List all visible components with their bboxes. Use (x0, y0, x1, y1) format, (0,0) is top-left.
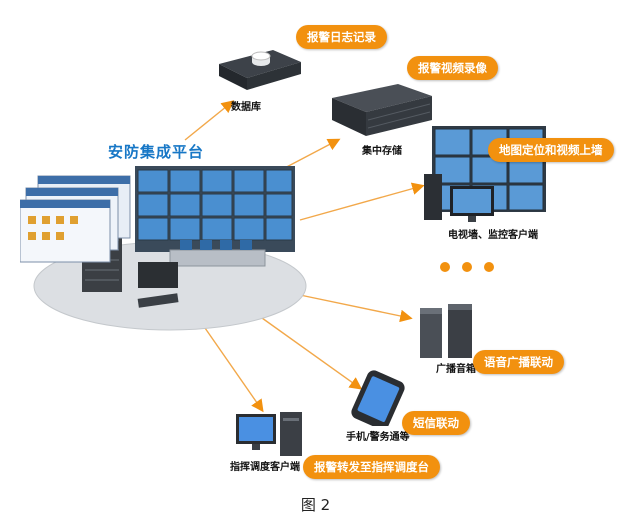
videowall-label: 电视墙、监控客户端 (448, 230, 538, 241)
speaker-icon (420, 304, 472, 358)
bubble-map-videowall: 地图定位和视频上墙 (488, 138, 614, 162)
platform-console-desk (169, 240, 266, 267)
dispatch-label: 指挥调度客户端 (230, 462, 300, 473)
platform-keyboard (137, 293, 179, 308)
bubble-alarm-dispatch: 报警转发至指挥调度台 (303, 455, 440, 479)
platform-title: 安防集成平台 (108, 143, 205, 161)
continuation-dots (440, 257, 506, 276)
arrow-to-database (184, 100, 235, 141)
bubble-alarm-video: 报警视频录像 (407, 56, 498, 80)
storage-label: 集中存储 (362, 146, 402, 157)
arrow-to-dispatch (204, 327, 264, 413)
dot (440, 262, 450, 272)
storage-array-icon (332, 84, 432, 136)
node-phone: 手机/警务通等 (344, 370, 416, 443)
dot (484, 262, 494, 272)
platform-video-wall (135, 166, 295, 252)
arrow-to-videowall (299, 182, 425, 221)
node-speaker: 广播音箱 (416, 302, 480, 375)
dot (462, 262, 472, 272)
platform-storage-box (138, 262, 178, 288)
node-dispatch: 指挥调度客户端 (230, 412, 306, 473)
bubble-sms: 短信联动 (402, 411, 470, 435)
arrow-to-phone (261, 317, 363, 390)
speaker-label: 广播音箱 (436, 364, 476, 375)
dispatch-workstation-icon (236, 412, 302, 456)
figure-caption: 图 2 (300, 496, 331, 514)
platform-illustration (20, 166, 307, 331)
bubble-alarm-log: 报警日志记录 (296, 25, 387, 49)
node-storage: 集中存储 (326, 76, 438, 157)
platform-software-windows (20, 175, 131, 263)
database-label: 数据库 (231, 102, 261, 113)
node-database: 数据库 (215, 36, 305, 113)
phone-icon (351, 370, 405, 430)
arrow-to-speaker (299, 294, 413, 323)
database-server-icon (219, 50, 301, 90)
bubble-voice-broadcast: 语音广播联动 (473, 350, 564, 374)
phone-label: 手机/警务通等 (346, 432, 410, 443)
